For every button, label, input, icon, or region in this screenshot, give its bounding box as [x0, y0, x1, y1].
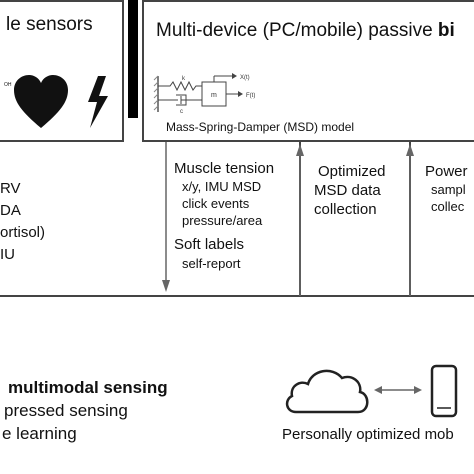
- cloud-icon: [285, 369, 369, 414]
- title-text: Multi-device (PC/mobile) passive: [156, 20, 438, 41]
- msd-caption: Mass-Spring-Damper (MSD) model: [166, 120, 355, 134]
- personally-optimized-caption: Personally optimized mob: [282, 426, 454, 443]
- multimodal-sensing: multimodal sensing: [8, 378, 168, 397]
- col1-line: x/y, IMU MSD: [182, 179, 262, 194]
- left-list-item: DA: [0, 202, 21, 219]
- bottom-left-text: multimodal sensing pressed sensing e lea…: [0, 376, 168, 445]
- left-sensor-list: RV DA ortisol) IU: [0, 178, 45, 266]
- cloud-phone-illustration: [285, 364, 458, 418]
- muscle-tension-block: Muscle tension x/y, IMU MSD click events…: [174, 160, 274, 273]
- msd-k-label: k: [182, 76, 186, 82]
- heart-icon: [14, 75, 68, 128]
- title-bold: bi: [437, 20, 455, 41]
- phone-icon: [430, 364, 458, 418]
- left-list-item: RV: [0, 180, 21, 197]
- msd-f-label: F(t): [246, 93, 255, 99]
- compressed-sensing: pressed sensing: [4, 401, 128, 420]
- optimized-msd-block: Optimized MSD data collection: [314, 162, 386, 219]
- power-sampling-block: Power sampl collec: [425, 162, 468, 215]
- machine-learning: e learning: [2, 424, 77, 443]
- wearable-sensors-title: le sensors: [6, 14, 93, 35]
- wearable-sensors-panel: le sensors OH: [0, 0, 124, 142]
- msd-model-diagram: k c m X(t) F(t): [153, 73, 255, 115]
- passive-biometrics-panel: Multi-device (PC/mobile) passive bi k c …: [142, 0, 474, 142]
- panel-divider: [128, 0, 138, 118]
- soft-labels: Soft labels: [174, 236, 245, 253]
- left-list-item: IU: [0, 246, 15, 263]
- col2-line: collection: [314, 201, 377, 218]
- col1-line: pressure/area: [182, 213, 263, 228]
- msd-x-label: X(t): [240, 75, 250, 81]
- col1-line: click events: [182, 196, 250, 211]
- lightning-icon: [88, 76, 108, 128]
- col3-line: collec: [431, 199, 465, 214]
- col3-line: sampl: [431, 182, 466, 197]
- tiny-label: OH: [4, 82, 12, 88]
- col1-line: Muscle tension: [174, 160, 275, 177]
- col2-line: Optimized: [318, 163, 386, 180]
- col2-line: MSD data: [314, 182, 381, 199]
- self-report: self-report: [182, 256, 241, 271]
- col3-line: Power: [425, 163, 468, 180]
- left-list-item: ortisol): [0, 224, 46, 241]
- msd-m-label: m: [211, 92, 217, 99]
- msd-c-label: c: [180, 109, 183, 115]
- passive-biometrics-title: Multi-device (PC/mobile) passive bi: [156, 20, 455, 42]
